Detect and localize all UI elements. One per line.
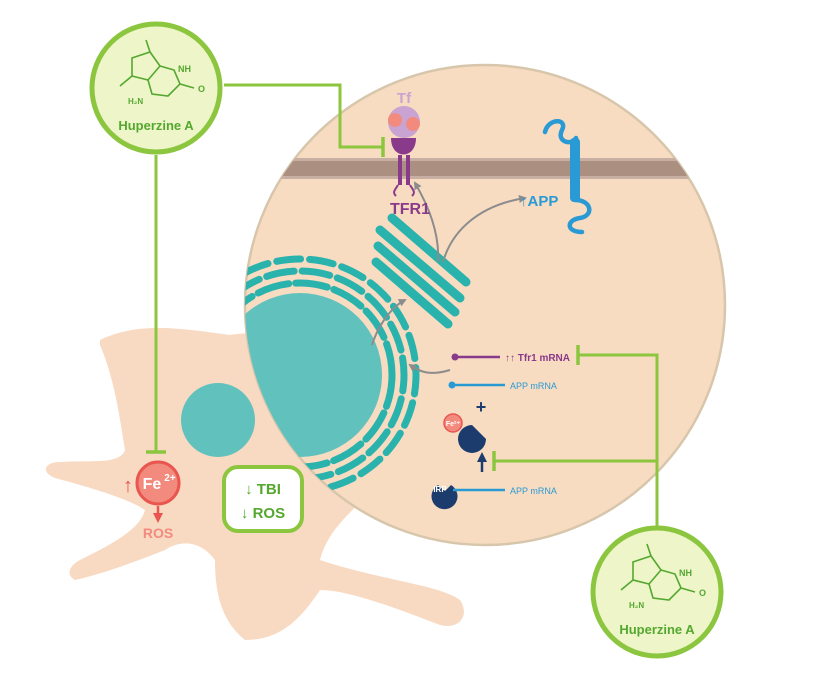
irp-protein-top [458, 425, 486, 453]
fe-small-circle [443, 413, 463, 433]
tbi-ros-box [222, 465, 304, 533]
huperzine-h2n-bottom: H₂N [629, 601, 644, 610]
cell-membrane [245, 160, 725, 178]
huperzine-h2n-top: H₂N [128, 97, 143, 106]
arrow-mrna-to-er [408, 363, 451, 374]
arrow-er-to-golgi [371, 299, 407, 346]
plus-sign: + [476, 397, 487, 417]
up-arrow-fe: ↑ [123, 475, 133, 497]
ros-box-label: ↓ ROS [241, 505, 285, 522]
tfr1-mrna [451, 353, 500, 361]
huperzine-name-bottom: Huperzine A [619, 622, 695, 637]
arrow-golgi-to-tfr1 [413, 181, 440, 263]
huperzine-structure-bottom [620, 543, 696, 601]
tfr1-mrna-label: ↑↑ Tfr1 mRNA [505, 353, 570, 364]
tfr1-label: TFR1 [390, 201, 430, 218]
fe-small-label: Fe²⁺ [446, 421, 461, 428]
fe-big-circle [135, 460, 181, 506]
tfr1-receptor [391, 138, 416, 197]
app-label: ↑APP [520, 193, 558, 210]
tbi-label: ↓ TBI [245, 481, 281, 498]
huperzine-nh-bottom: NH [679, 568, 692, 578]
inhibit-mrna-line [579, 353, 659, 528]
golgi-apparatus [371, 213, 471, 329]
fe-big-label: Fe [143, 476, 162, 493]
huperzine-name-top: Huperzine A [118, 118, 194, 133]
huperzine-o-bottom: O [699, 588, 706, 598]
huperzine-o-top: O [198, 84, 205, 94]
arrow-golgi-to-app [442, 194, 527, 263]
transferrin [388, 106, 420, 138]
tf-label: Tf [397, 90, 412, 107]
irp-label: IRP [433, 485, 447, 494]
huperzine-nh-top: NH [178, 64, 191, 74]
ros-left-label: ROS [143, 525, 173, 541]
huperzine-structure-top [119, 39, 195, 97]
app-mrna-top-label: APP mRNA [510, 381, 557, 391]
irp-protein [431, 485, 458, 510]
huperzine-circle-top: NH O H₂N Huperzine A [89, 21, 223, 155]
app-mrna-bottom-label: APP mRNA [510, 486, 557, 496]
fe-big-sup: 2+ [164, 473, 176, 484]
neuron-nucleus [181, 383, 255, 457]
app-mrna-top [448, 381, 505, 389]
inhibit-tfr1-line [224, 83, 382, 149]
huperzine-circle-bottom: NH O H₂N Huperzine A [590, 525, 724, 659]
